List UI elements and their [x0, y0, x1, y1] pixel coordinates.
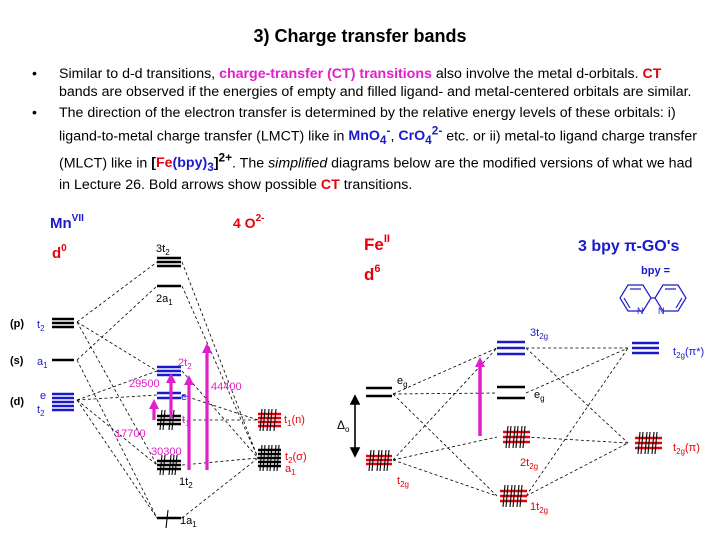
bpy-structure-icon: [619, 284, 687, 312]
mno4-formula: MnO4-: [348, 123, 391, 148]
transition-label-30300: 30300: [151, 446, 182, 458]
bpy-n-atom-right: N: [658, 306, 665, 316]
svg-text:1a1: 1a1: [180, 515, 197, 529]
svg-text:e: e: [40, 390, 46, 402]
left-header: MnVII d0 4 O2-: [50, 213, 264, 262]
svg-text:a1: a1: [285, 463, 296, 477]
svg-text:2a1: 2a1: [156, 293, 173, 307]
fe-bpy-formula: [Fe(bpy)3]2+: [151, 150, 233, 175]
svg-text:t2g: t2g: [397, 475, 409, 489]
svg-text:t1(n): t1(n): [284, 414, 305, 428]
svg-text:t2(σ): t2(σ): [285, 451, 307, 465]
svg-text:eg: eg: [534, 389, 545, 403]
right-correlation-lines: [392, 347, 629, 497]
slide-title: 3) Charge transfer bands: [253, 26, 467, 46]
svg-text:4 O2-: 4 O2-: [233, 213, 264, 231]
svg-text:Δo: Δo: [337, 418, 350, 434]
svg-text:bpy =: bpy =: [641, 265, 670, 277]
cro4-formula: CrO42-: [398, 123, 443, 148]
bpy-n-atom-left: N: [637, 306, 644, 316]
right-complex-orbitals: 3t2g eg 2t2g 1t2g: [497, 327, 548, 515]
left-metal-orbitals: (p) (s) (d) t2 a1 e t2: [10, 317, 74, 418]
left-correlation-lines: [76, 261, 259, 519]
transition-label-29500: 29500: [129, 378, 160, 390]
svg-text:2t2: 2t2: [178, 357, 192, 371]
svg-text:(s): (s): [10, 355, 24, 367]
bullet-1: Similar to d-d transitions, charge-trans…: [30, 66, 702, 101]
ct-highlight: charge-transfer (CT) transitions: [219, 66, 432, 82]
svg-text:eg: eg: [397, 375, 408, 389]
right-header: FeII d6 3 bpy π-GO's bpy =: [364, 233, 680, 284]
svg-text:d6: d6: [364, 263, 381, 284]
svg-text:e: e: [181, 391, 187, 403]
transition-label-44400: 44400: [211, 381, 242, 393]
left-ligand-orbitals: t1(n) t2(σ) a1: [258, 408, 307, 477]
bullet-2: The direction of the electron transfer i…: [30, 105, 702, 194]
svg-text:t2g(π): t2g(π): [673, 442, 700, 456]
svg-text:t2: t2: [37, 319, 45, 333]
svg-text:2t2g: 2t2g: [520, 457, 538, 471]
svg-text:(d): (d): [10, 396, 24, 408]
svg-text:d0: d0: [52, 243, 67, 262]
bullet-list: Similar to d-d transitions, charge-trans…: [30, 66, 702, 198]
delta-o-gap-arrow: [349, 394, 361, 458]
svg-text:(p): (p): [10, 318, 24, 330]
svg-text:1t2: 1t2: [179, 476, 193, 490]
svg-text:a1: a1: [37, 356, 48, 370]
svg-text:MnVII: MnVII: [50, 213, 84, 232]
svg-text:FeII: FeII: [364, 233, 390, 254]
ct-abbr: CT: [642, 66, 662, 82]
svg-text:t2: t2: [37, 404, 45, 418]
svg-text:1t2g: 1t2g: [530, 501, 548, 515]
left-ct-transitions: 29500 17700 30300 44400: [115, 343, 242, 470]
right-metal-orbitals: eg t2g Δo: [337, 375, 409, 489]
transition-label-17700: 17700: [115, 428, 146, 440]
ct-abbr-2: CT: [320, 176, 340, 193]
right-ligand-orbitals: t2g(π*) t2g(π): [632, 341, 704, 456]
svg-text:3t2: 3t2: [156, 243, 170, 257]
svg-text:3 bpy π-GO's: 3 bpy π-GO's: [578, 238, 680, 255]
left-complex-orbitals: 3t2 2a1 2t2 e t1 1t2 1a1: [156, 243, 197, 529]
svg-text:t2g(π*): t2g(π*): [673, 346, 704, 360]
svg-text:3t2g: 3t2g: [530, 327, 548, 341]
